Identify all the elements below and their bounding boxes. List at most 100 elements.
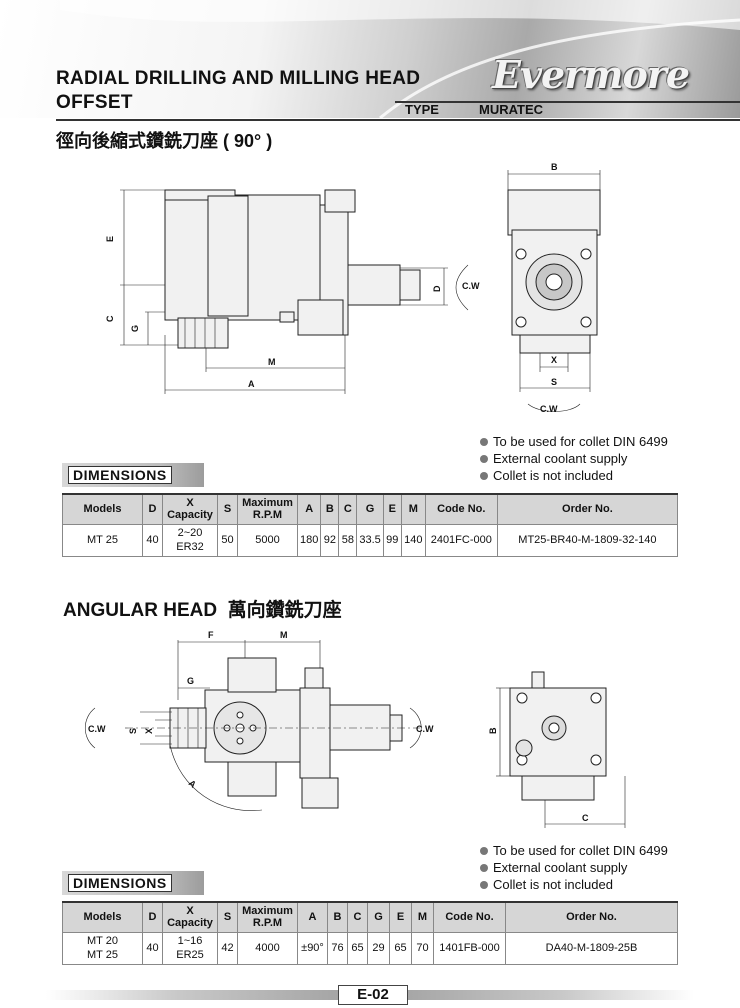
label-E: E [105, 236, 115, 242]
label-C: C [105, 315, 115, 322]
col-a: A [296, 493, 322, 525]
bullet-icon [480, 471, 488, 480]
col-d: D [142, 901, 163, 933]
cell-s: 42 [217, 931, 238, 965]
page-number: E-02 [338, 985, 408, 1005]
bullet-icon [480, 863, 488, 872]
col-g: G [356, 493, 384, 525]
col-m: M [411, 901, 434, 933]
col-s: S [217, 901, 238, 933]
bullet-icon [480, 880, 488, 889]
cell-order: MT25-BR40-M-1809-32-140 [496, 523, 679, 557]
label-S2: S [128, 728, 138, 734]
cell-e: 99 [382, 523, 402, 557]
label-G: G [130, 325, 140, 332]
col-b: B [327, 901, 348, 933]
cell-a: 180 [296, 523, 322, 557]
label-cw-left: C.W [88, 724, 106, 734]
cell-order: DA40-M-1809-25B [505, 931, 678, 965]
col-e: E [389, 901, 412, 933]
cell-g: 29 [367, 931, 390, 965]
cell-rpm: 5000 [237, 523, 298, 557]
header-swoosh [60, 0, 740, 120]
bullet-icon [480, 846, 488, 855]
type-label: TYPE [405, 102, 439, 117]
label-cw-side: C.W [462, 281, 480, 291]
section1-dimensions-label: DIMENSIONS [68, 466, 172, 484]
col-a: A [297, 901, 328, 933]
label-D: D [432, 285, 442, 292]
label-S: S [551, 377, 557, 387]
label-C2: C [582, 813, 589, 823]
label-cw-right: C.W [416, 724, 434, 734]
col-models: Models [62, 901, 143, 933]
note-item: Collet is not included [480, 467, 668, 484]
label-F: F [208, 630, 214, 640]
label-X2: X [144, 728, 154, 734]
cell-d: 40 [142, 523, 163, 557]
col-m: M [400, 493, 426, 525]
note-item: External coolant supply [480, 859, 668, 876]
cell-code: 1401FB-000 [433, 931, 506, 965]
col-c: C [338, 493, 358, 525]
col-models: Models [62, 493, 143, 525]
section2-notes: To be used for collet DIN 6499 External … [480, 842, 668, 893]
col-order-no: Order No. [505, 901, 678, 933]
cell-rpm: 4000 [237, 931, 298, 965]
label-G2: G [187, 676, 194, 686]
label-X: X [551, 355, 557, 365]
type-value: MURATEC [479, 102, 544, 117]
section1-dimensions-bar: DIMENSIONS [62, 463, 204, 487]
col-s: S [217, 493, 238, 525]
bullet-icon [480, 454, 488, 463]
type-bar [395, 101, 740, 119]
page-title-line2: OFFSET [56, 92, 133, 113]
cell-m: 140 [400, 523, 426, 557]
label-B2: B [488, 727, 498, 734]
col-g: G [367, 901, 390, 933]
label-M: M [268, 357, 276, 367]
cell-a: ±90° [297, 931, 328, 965]
label-A2: A [187, 778, 199, 790]
note-item: To be used for collet DIN 6499 [480, 842, 668, 859]
label-A: A [248, 379, 255, 389]
section2-dimensions-bar: DIMENSIONS [62, 871, 204, 895]
section2-title: ANGULAR HEAD 萬向鑽銑刀座 [63, 600, 342, 621]
col-code-no: Code No. [433, 901, 506, 933]
cell-b: 76 [327, 931, 348, 965]
section2-dimensions-label: DIMENSIONS [68, 874, 172, 892]
header-divider [56, 119, 740, 121]
note-item: To be used for collet DIN 6499 [480, 433, 668, 450]
col-c: C [347, 901, 368, 933]
cell-d: 40 [142, 931, 163, 965]
cell-m: 70 [411, 931, 434, 965]
note-item: Collet is not included [480, 876, 668, 893]
cell-e: 65 [389, 931, 412, 965]
label-B: B [551, 162, 558, 172]
col-code-no: Code No. [424, 493, 498, 525]
bullet-icon [480, 437, 488, 446]
page-title-line1: RADIAL DRILLING AND MILLING HEAD [56, 68, 421, 89]
brand-logo: Evermore [492, 52, 690, 97]
cell-g: 33.5 [356, 523, 384, 557]
label-M2: M [280, 630, 288, 640]
label-cw-front: C.W [540, 404, 558, 414]
cell-c: 65 [347, 931, 368, 965]
col-b: B [320, 493, 340, 525]
cell-model: MT 25 [62, 523, 143, 557]
page-subtitle: 徑向後縮式鑽銑刀座 ( 90° ) [56, 131, 273, 151]
section1-notes: To be used for collet DIN 6499 External … [480, 433, 668, 484]
